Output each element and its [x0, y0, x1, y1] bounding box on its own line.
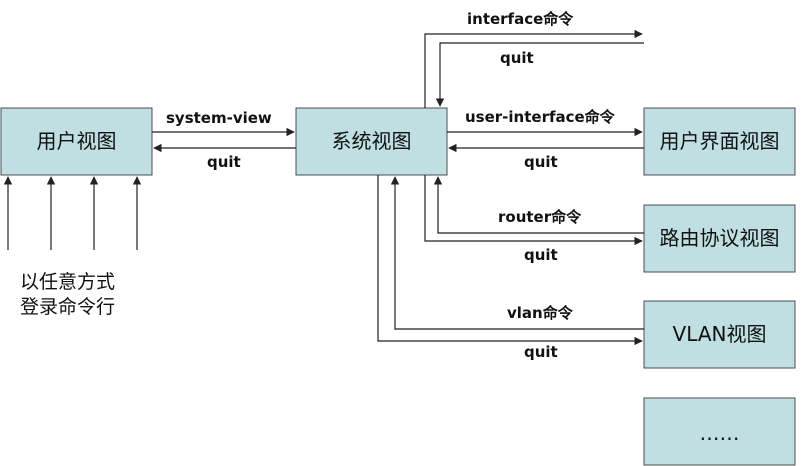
node-user-view: 用户视图	[0, 107, 153, 176]
node-user-interface-view-label: 用户界面视图	[660, 129, 780, 153]
edge-quit-to-user-label: quit	[207, 153, 241, 171]
node-user-interface-view: 用户界面视图	[643, 107, 796, 176]
edge-user-interface-label: user-interface命令	[465, 108, 616, 126]
login-note-line2: 登录命令行	[20, 296, 115, 318]
edge-interface	[424, 29, 643, 108]
edge-quit-from-user-interface-label: quit	[524, 153, 558, 171]
node-routing-protocol-view: 路由协议视图	[643, 204, 796, 273]
node-routing-protocol-view-label: 路由协议视图	[660, 226, 780, 250]
edge-quit-from-router	[424, 175, 643, 246]
edge-quit-from-interface-label: quit	[500, 49, 534, 67]
node-vlan-view-label: VLAN视图	[673, 322, 767, 346]
node-system-view: 系统视图	[295, 107, 448, 176]
edge-quit-from-vlan-label: quit	[524, 343, 558, 361]
edge-router	[433, 176, 644, 234]
edge-quit-from-router-label: quit	[524, 246, 558, 264]
node-vlan-view: VLAN视图	[643, 300, 796, 369]
login-note-line1: 以任意方式	[20, 271, 115, 293]
edge-quit-from-vlan	[377, 175, 643, 346]
edge-system-view-label: system-view	[166, 109, 272, 127]
edge-interface-label: interface命令	[467, 10, 574, 28]
node-system-view-label: 系统视图	[332, 129, 412, 153]
edge-quit-from-interface	[435, 42, 644, 107]
edge-router-label: router命令	[498, 208, 582, 226]
node-more-views-label: ……	[700, 421, 740, 445]
edge-vlan	[390, 176, 644, 330]
node-more-views: ……	[643, 397, 796, 466]
edge-vlan-label: vlan命令	[507, 304, 574, 322]
node-user-view-label: 用户视图	[37, 129, 117, 153]
